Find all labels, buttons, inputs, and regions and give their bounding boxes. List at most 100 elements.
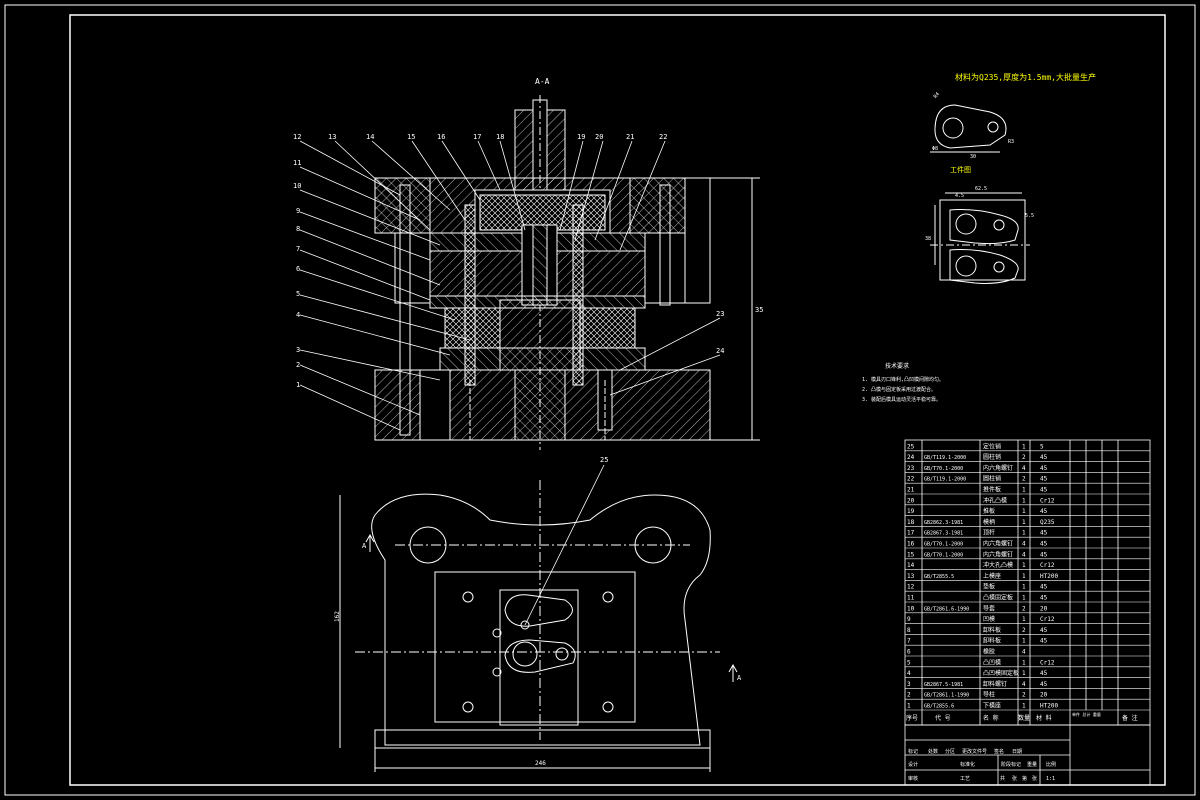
bom-cell: 1 <box>1022 573 1026 580</box>
bom-cell: 3 <box>907 681 911 688</box>
bom-cell: 4 <box>1022 681 1026 688</box>
section-view: A-A <box>374 77 763 450</box>
bom-cell: 16 <box>907 541 915 548</box>
callout-6: 6 <box>296 265 300 273</box>
tech-note-1: 1. 模具刃口锋利,凸凹模间隙均匀。 <box>862 376 944 383</box>
tb-r1-0: 标记 <box>908 748 918 755</box>
part-dim-phi8: Φ8 <box>932 146 938 152</box>
tb-r1-2: 分区 <box>945 748 955 755</box>
bom-cell: 2 <box>1022 692 1026 699</box>
bom-cell: 21 <box>907 487 915 494</box>
bom-cell: GB2862.3-1981 <box>924 520 963 526</box>
part-view-label: 工件图 <box>950 165 971 174</box>
part-note: 材料为Q235,厚度为1.5mm,大批量生产 <box>955 72 1096 82</box>
bom-cell: 凸凹模固定板 <box>983 669 1019 677</box>
part-dim-r4: R4 <box>933 91 941 99</box>
bom-cell: 卸料板 <box>983 637 1001 645</box>
bom-cell: 1 <box>1022 562 1026 569</box>
bom-cell: 1 <box>1022 703 1026 710</box>
bom-cell: 冲孔凸模 <box>983 496 1007 504</box>
bom-cell: 19 <box>907 508 915 515</box>
bom-cell: 45 <box>1040 681 1048 688</box>
bom-header-name: 名 称 <box>983 714 999 722</box>
callout-9: 9 <box>296 207 300 215</box>
bom-cell: 推板 <box>983 507 995 515</box>
bom-header-no: 序号 <box>906 714 918 722</box>
callout-24: 24 <box>716 347 724 355</box>
tb-r1-3: 更改文件号 <box>962 748 987 755</box>
bom-cell: 橡胶 <box>983 648 995 656</box>
bom-cell: 45 <box>1040 627 1048 634</box>
bom-cell: 卸料板 <box>983 626 1001 634</box>
bom-header: 序号 代 号 名 称 数量 材 料 单件 总计 重量 备 注 <box>906 711 1138 722</box>
tb-r4-3: 张 <box>1032 775 1037 782</box>
plan-view <box>339 480 738 772</box>
bom-cell: Q235 <box>1040 519 1055 526</box>
bom-cell: 15 <box>907 551 915 558</box>
tb-r2-4: 阶段标记 <box>1001 761 1021 768</box>
dim-plan-width: 246 <box>535 760 546 767</box>
part-dim-r3: R3 <box>1008 139 1014 145</box>
bom-cell: 45 <box>1040 465 1048 472</box>
bom-cell: 10 <box>907 605 915 612</box>
title-block-text: 标记 处数 分区 更改文件号 签名 日期 设计 标准化 阶段标记 重量 比例 审… <box>908 748 1056 782</box>
bom-cell: 模柄 <box>983 518 995 526</box>
bom-cell: 垫板 <box>983 583 995 591</box>
bom-cell: 17 <box>907 530 915 537</box>
bom-cell: 5 <box>907 659 911 666</box>
callout-3: 3 <box>296 346 300 354</box>
bom-header-material: 材 料 <box>1036 714 1052 722</box>
callout-5: 5 <box>296 290 300 298</box>
bom-cell: 1 <box>1022 638 1026 645</box>
bom-cell: 18 <box>907 519 915 526</box>
bom-cell: 45 <box>1040 670 1048 677</box>
bom-cell: 9 <box>907 616 911 623</box>
bom-cell: 冲大孔凸模 <box>983 561 1013 569</box>
dim-plan-height: 162 <box>334 611 341 622</box>
callout-7: 7 <box>296 245 300 253</box>
callout-21: 21 <box>626 133 634 141</box>
bom-cell: 下模座 <box>983 702 1001 710</box>
bom-cell: 45 <box>1040 530 1048 537</box>
bom-cell: 7 <box>907 638 911 645</box>
tb-r4-1: 张 <box>1012 775 1017 782</box>
bom-cell: 2 <box>1022 476 1026 483</box>
tb-r1-5: 日期 <box>1012 749 1022 755</box>
bom-cell: 内六角螺钉 <box>983 550 1013 558</box>
callout-17: 17 <box>473 133 481 141</box>
callout-15: 15 <box>407 133 415 141</box>
bom-cell: 1 <box>1022 443 1026 450</box>
callout-8: 8 <box>296 225 300 233</box>
part-dim-5-5: 5.5 <box>1025 213 1034 219</box>
bom-cell: 20 <box>1040 605 1048 612</box>
dim-section-height: 35 <box>755 306 763 314</box>
bom-cell: 4 <box>907 670 911 677</box>
bom-cell: 45 <box>1040 476 1048 483</box>
part-dim-62-5: 62.5 <box>975 186 987 192</box>
bom-cell: 5 <box>1040 443 1044 450</box>
bom-cell: 22 <box>907 476 915 483</box>
bom-cell: GB/T70.1-2000 <box>924 552 963 558</box>
bom-cell: 4 <box>1022 649 1026 656</box>
callouts: 1 2 3 4 5 6 7 8 9 10 11 12 13 14 15 16 1… <box>293 133 724 464</box>
bom-cell: 11 <box>907 595 915 602</box>
tb-r2-0: 设计 <box>908 761 918 768</box>
bom-cell: GB2867.5-1981 <box>924 682 963 688</box>
callout-22: 22 <box>659 133 667 141</box>
bom-cell: GB/T70.1-2000 <box>924 466 963 472</box>
bom-header-remark: 备 注 <box>1122 714 1138 722</box>
tech-note-3: 3. 装配后模具运动灵活平稳可靠。 <box>862 396 941 403</box>
bom-cell: GB/T70.1-2000 <box>924 542 963 548</box>
bom-cell: 1 <box>1022 616 1026 623</box>
bom-header-code: 代 号 <box>935 714 951 722</box>
bom-cell: 2 <box>1022 627 1026 634</box>
outer-frame <box>4 4 1196 796</box>
tb-r2-6: 比例 <box>1046 761 1056 768</box>
bom-cell: 1 <box>1022 670 1026 677</box>
tb-r1-1: 处数 <box>928 748 938 755</box>
bom-cell: 1 <box>907 703 911 710</box>
bom-header-weight: 单件 总计 重量 <box>1072 711 1101 717</box>
callout-19: 19 <box>577 133 585 141</box>
bom-cell: GB2867.3-1981 <box>924 531 963 537</box>
